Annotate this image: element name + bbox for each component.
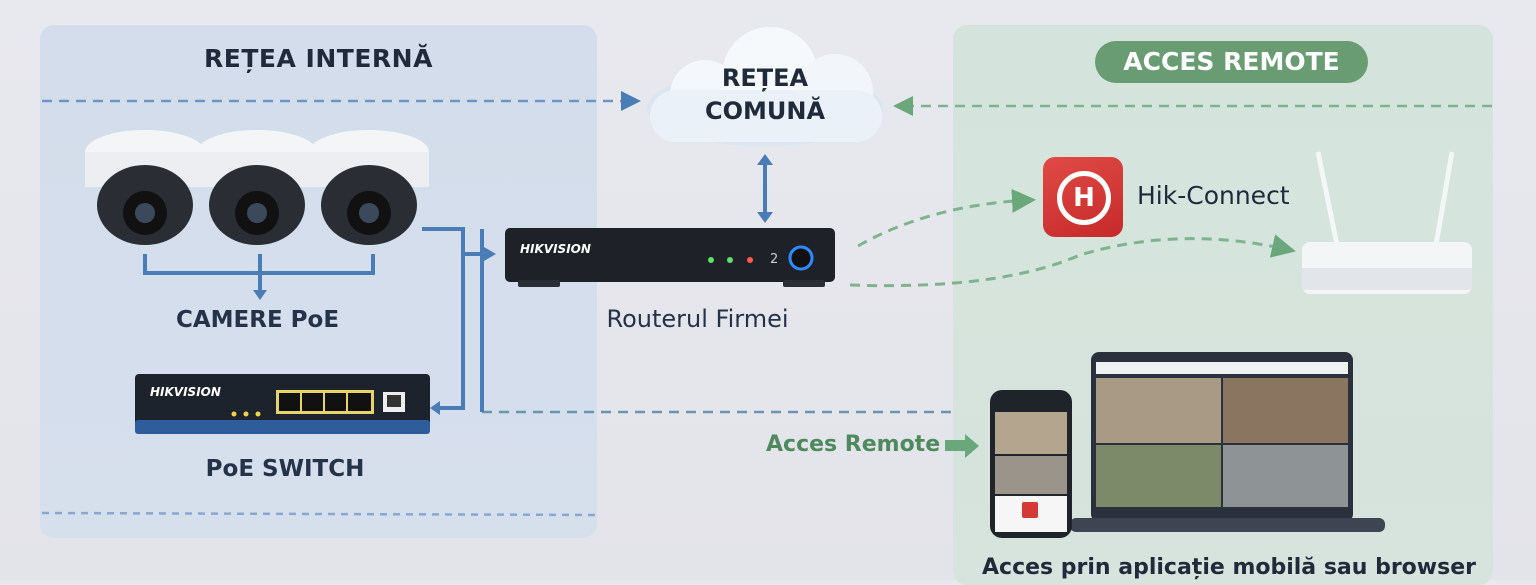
hik-connect-label: Hik-Connect [1137,181,1290,210]
camera-2 [197,130,317,245]
internal-network-title: REȚEA INTERNĂ [204,44,433,73]
poe-switch-device [135,374,430,434]
internal-bottom-dashed [41,511,598,517]
cameras-label: CAMERE PoE [175,307,340,333]
phone-device [990,390,1072,538]
acces-remote-label: Acces Remote [766,432,941,457]
hik-connect-app-icon[interactable]: H [1043,157,1123,237]
wifi-router-device [1302,151,1472,294]
camera-router-line [422,227,484,412]
camera-bracket [143,254,375,292]
remote-access-title: ACCES REMOTE [1095,41,1368,83]
acces-remote-arrow [945,440,967,451]
router-channel-digit: 2 [770,252,779,267]
router-device [505,228,835,287]
remote-access-footer: Acces prin aplicație mobilă sau browser [982,555,1476,580]
camera-3 [309,130,429,245]
internal-network-panel [40,25,597,538]
laptop-device [1070,352,1385,532]
router-brand: HIKVISION [520,242,591,256]
router-to-app-dashed [857,188,1036,248]
switch-brand: HIKVISION [150,385,221,399]
common-network-title: REȚEA COMUNĂ [704,64,826,125]
router-to-wifi-dashed [849,234,1296,288]
camera-1 [85,130,205,245]
cloud-icon [647,27,883,146]
switch-label: PoE SWITCH [205,456,365,482]
router-label: Routerul Firmei [606,305,789,333]
